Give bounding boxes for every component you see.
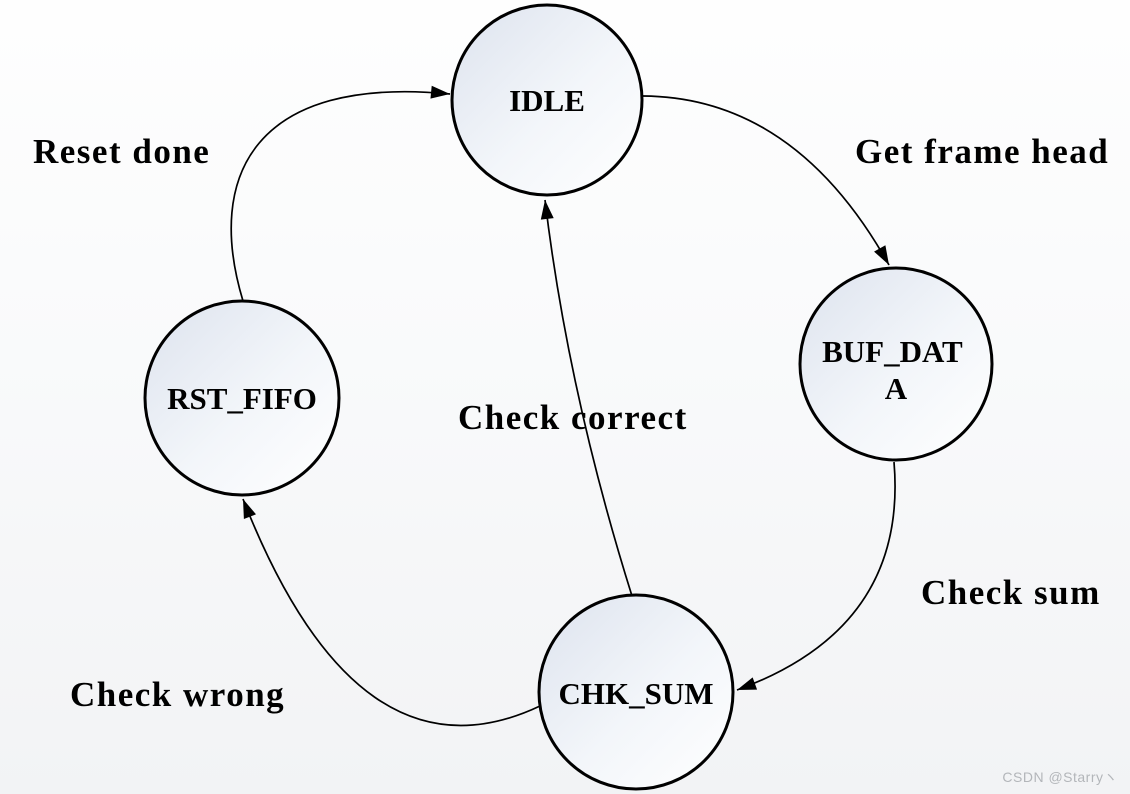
state-label-idle: IDLE [509, 83, 585, 118]
state-node-rst-fifo: RST_FIFO [143, 299, 341, 497]
transition-arrow-rst-fifo-to-idle [230, 85, 451, 302]
state-circle-rst-fifo [143, 299, 341, 497]
transition-label-check-sum: Check sum [921, 573, 1101, 612]
transition-arrow-buf-data-to-chk-sum [736, 461, 896, 691]
transition-labels: Get frame head Check sum Check wrong Che… [33, 132, 1109, 714]
state-label-chk-sum: CHK_SUM [559, 676, 714, 711]
transition-label-check-correct: Check correct [458, 398, 688, 437]
state-label-buf-data-line1: BUF_DAT [822, 334, 963, 369]
transition-arrow-chk-sum-to-idle [540, 199, 633, 597]
state-label-buf-data: BUF_DAT A [822, 334, 970, 406]
transition-arrow-idle-to-buf-data [642, 95, 890, 266]
transition-label-reset-done: Reset done [33, 132, 210, 171]
state-label-buf-data-line2: A [885, 371, 908, 406]
transition-label-check-wrong: Check wrong [70, 675, 285, 714]
state-label-rst-fifo: RST_FIFO [167, 381, 317, 416]
state-circle-buf-data [798, 266, 994, 462]
state-circle-chk-sum [537, 593, 735, 791]
state-node-buf-data: BUF_DAT A [798, 266, 994, 462]
watermark-text: CSDN @Starryヽ [1002, 769, 1118, 785]
state-node-chk-sum: CHK_SUM [537, 593, 735, 791]
transition-arrow-chk-sum-to-rst-fifo [242, 498, 541, 727]
state-circle-idle [450, 3, 644, 197]
state-node-idle: IDLE [450, 3, 644, 197]
transition-label-get-frame-head: Get frame head [855, 132, 1109, 171]
transitions [230, 85, 896, 727]
